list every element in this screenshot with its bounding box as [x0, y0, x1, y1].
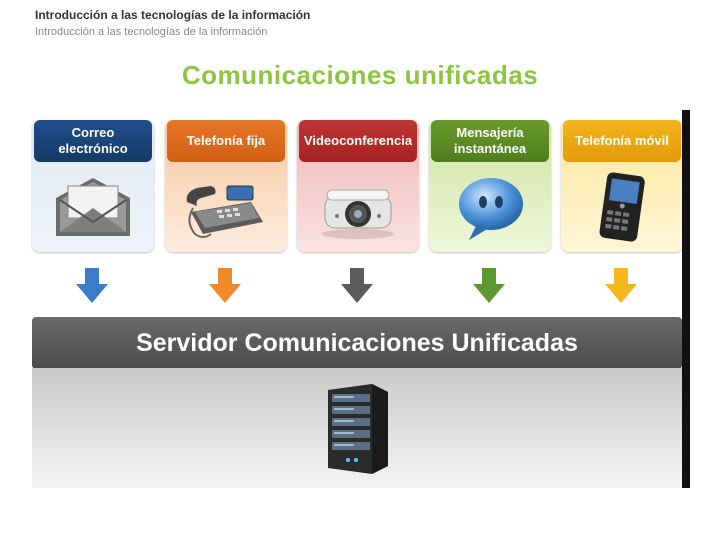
server-tower-icon	[318, 380, 398, 476]
slide-edge-bar	[682, 110, 690, 488]
channel-card-fixed-phone: Telefonía fija	[165, 120, 287, 252]
down-arrow-icon	[208, 268, 242, 304]
down-arrow-icon	[604, 268, 638, 304]
header-title: Introducción a las tecnologías de la inf…	[35, 8, 310, 22]
unified-communications-diagram: Correo electrónico Telefonía fija	[30, 110, 692, 488]
envelope-icon	[48, 172, 138, 244]
slide-title: Comunicaciones unificadas	[0, 60, 720, 91]
server-label-bar: Servidor Comunicaciones Unificadas	[32, 317, 682, 369]
channel-card-videoconference: Videoconferencia	[297, 120, 419, 252]
down-arrow-icon	[340, 268, 374, 304]
channel-card-instant-messaging: Mensajería instantánea	[429, 120, 551, 252]
down-arrow-icon	[75, 268, 109, 304]
channel-card-email: Correo electrónico	[32, 120, 154, 252]
channel-label-instant-messaging: Mensajería instantánea	[431, 120, 549, 162]
channel-label-fixed-phone: Telefonía fija	[167, 120, 285, 162]
channel-label-mobile-phone: Telefonía móvil	[563, 120, 681, 162]
down-arrow-icon	[472, 268, 506, 304]
mobile-phone-icon	[577, 172, 667, 244]
desk-phone-icon	[181, 172, 271, 244]
chat-bubble-icon	[445, 172, 535, 244]
channel-label-email: Correo electrónico	[34, 120, 152, 162]
channel-card-mobile-phone: Telefonía móvil	[561, 120, 683, 252]
server-label: Servidor Comunicaciones Unificadas	[136, 329, 578, 358]
channel-label-videoconference: Videoconferencia	[299, 120, 417, 162]
projector-camera-icon	[313, 172, 403, 244]
header-subtitle: Introducción a las tecnologías de la inf…	[35, 26, 267, 38]
